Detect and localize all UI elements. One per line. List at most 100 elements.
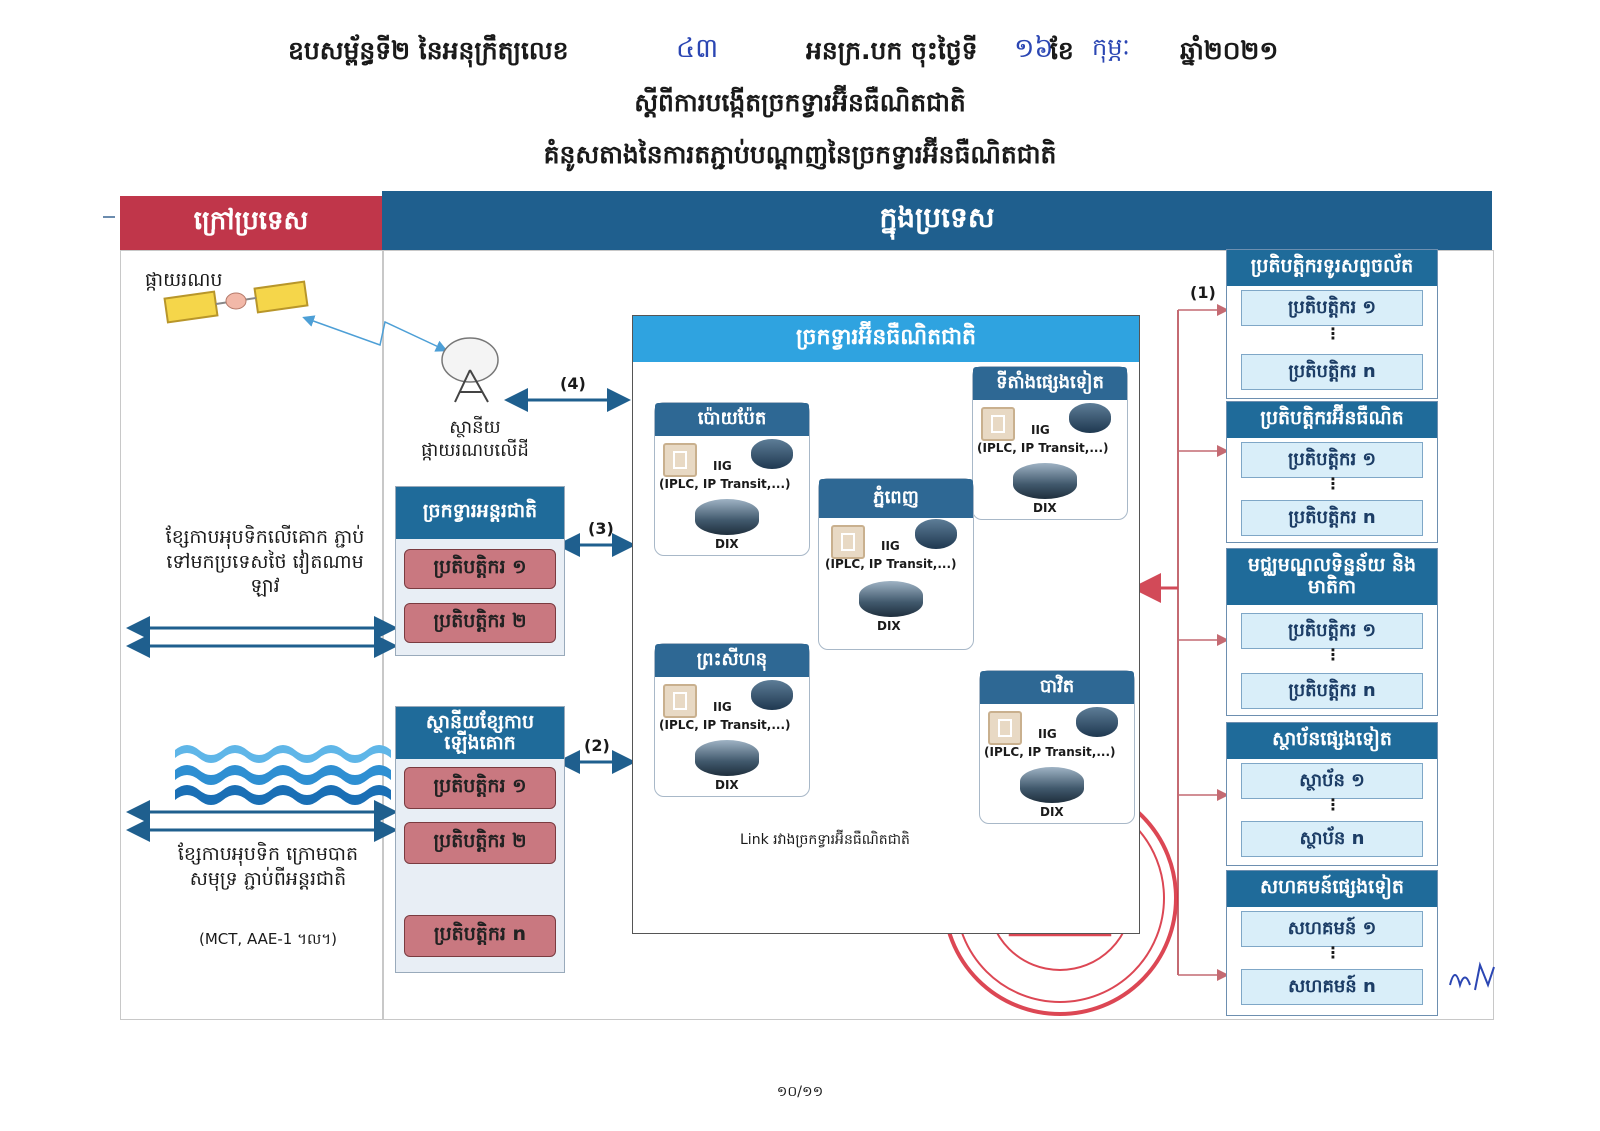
node-phnom-penh: ភ្នំពេញ IIG (IPLC, IP Transit,...) DIX [818,478,974,650]
group-communities-title: សហគមន៍ផ្សេងទៀត [1227,871,1437,907]
landing-operator-2: ប្រតិបត្តិករ ២ [404,822,556,864]
group-datacenters: មជ្ឈមណ្ឌលទិន្នន័យ និងមាតិកា ប្រតិបត្តិករ… [1226,548,1438,716]
international-gateway-title: ច្រកទ្វារអន្តរជាតិ [396,487,564,539]
node-other-title: ទីតាំងផ្សេងទៀត [973,367,1127,400]
link-legend: Link រវាងច្រកទ្វារអ៊ីនធឺណិតជាតិ [740,832,910,848]
distribution-branches [1178,304,1229,981]
dix-label: DIX [715,778,739,792]
cable-landing-box: ស្ថានីយខ្សែកាប ឡើងគោក ប្រតិបត្តិករ ១ ប្រ… [395,706,565,973]
header-line-1: ឧបសម្ព័ន្ធទី២ នៃអនុក្រឹត្យលេខ ៤៣ អនក្រ.ប… [0,30,1600,70]
diagram-title: គំនូសតាងនៃការតភ្ជាប់បណ្តាញនៃច្រកទ្វារអ៊ី… [543,140,1057,169]
sea-waves-icon [175,745,391,805]
iig-detail: (IPLC, IP Transit,...) [659,718,791,732]
router-icon [1069,403,1111,433]
page-number: ១០/១១ [776,1084,824,1100]
mobile-dots: ⋮ [1325,324,1341,343]
decree-month: កុម្ភៈ [1092,33,1130,61]
institution-n: ស្ថាប័ន n [1241,821,1423,857]
iig-icon [981,407,1015,441]
dix-label: DIX [877,619,901,633]
internet-operator-n: ប្រតិបត្តិករ n [1241,500,1423,536]
satellite-label: ផ្កាយរណប [145,269,223,291]
margin-mark [103,216,115,218]
intl-operator-1: ប្រតិបត្តិករ ១ [404,549,556,589]
router-icon [751,439,793,469]
dix-switch-icon [1020,767,1084,803]
router-icon [1076,707,1118,737]
iig-detail: (IPLC, IP Transit,...) [977,441,1109,455]
annex-title: ឧបសម្ព័ន្ធទី២ នៃអនុក្រឹត្យលេខ [288,36,569,65]
decree-ref: អនក្រ.បក ចុះថ្ងៃទី [806,36,978,65]
satellite-icon [163,280,309,324]
node-bavet-title: បាវិត [980,671,1134,704]
decree-year: ឆ្នាំ២០២១ [1180,36,1279,65]
dix-label: DIX [1040,805,1064,819]
group-mobile-title: ប្រតិបត្តិករទូរសព្ទចល័ត [1227,250,1437,286]
iig-detail: (IPLC, IP Transit,...) [659,477,791,491]
node-poipet-title: ប៉ោយប៉ែត [655,403,809,436]
submarine-cable-label: ខ្សែកាបអុបទិក ក្រោមបាតសមុទ្រ ភ្ជាប់ពីអន្… [177,843,359,890]
signature [1449,961,1495,991]
cable-landing-title: ស្ថានីយខ្សែកាប ឡើងគោក [396,707,564,759]
group-institutions-title: ស្ថាប័នផ្សេងទៀត [1227,723,1437,759]
group-communities: សហគមន៍ផ្សេងទៀត សហគមន៍ ១ ⋮ សហគមន៍ n [1226,870,1438,1016]
group-datacenter-title: មជ្ឈមណ្ឌលទិន្នន័យ និងមាតិកា [1227,549,1437,605]
datacenter-operator-n: ប្រតិបត្តិករ n [1241,673,1423,709]
router-icon [915,519,957,549]
group-institutions: ស្ថាប័នផ្សេងទៀត ស្ថាប័ន ១ ⋮ ស្ថាប័ន n [1226,722,1438,866]
iig-label: IIG [1031,423,1050,437]
month-label: ខែ [1050,36,1074,65]
ground-station-label: ស្ថានីយផ្កាយរណបលើដី [421,417,529,462]
institution-1: ស្ថាប័ន ១ [1241,763,1423,799]
node-other-locations: ទីតាំងផ្សេងទៀត IIG (IPLC, IP Transit,...… [972,366,1128,520]
decree-number: ៤៣ [676,33,719,64]
domestic-band: ក្នុងប្រទេស [382,191,1492,250]
router-icon [751,680,793,710]
node-poipet: ប៉ោយប៉ែត IIG (IPLC, IP Transit,...) DIX [654,402,810,556]
dix-switch-icon [695,740,759,776]
iig-label: IIG [713,700,732,714]
link-1-label: (1) [1190,283,1216,302]
group-mobile-operators: ប្រតិបត្តិករទូរសព្ទចល័ត ប្រតិបត្តិករ ១ ⋮… [1226,249,1438,399]
node-sihanouk-title: ព្រះសីហនុ [655,644,809,677]
dix-label: DIX [715,537,739,551]
internet-operator-1: ប្រតិបត្តិករ ១ [1241,442,1423,478]
link-4-label: (4) [560,374,586,393]
submarine-cable-note: (MCT, AAE-1 ។ល។) [198,930,338,948]
group-internet-title: ប្រតិបត្តិករអ៊ីនធឺណិត [1227,402,1437,438]
landing-operator-n: ប្រតិបត្តិករ n [404,915,556,957]
community-n: សហគមន៍ n [1241,969,1423,1005]
communities-dots: ⋮ [1325,943,1341,962]
node-bavet: បាវិត IIG (IPLC, IP Transit,...) DIX [979,670,1135,824]
iig-icon [663,684,697,718]
decree-day: ១៦ [1014,33,1054,64]
community-1: សហគមន៍ ១ [1241,911,1423,947]
abroad-band: ក្រៅប្រទេស [120,196,382,250]
satellite-dish-icon [441,337,499,403]
international-gateway-box: ច្រកទ្វារអន្តរជាតិ ប្រតិបត្តិករ ១ ប្រតិប… [395,486,565,656]
datacenter-operator-1: ប្រតិបត្តិករ ១ [1241,613,1423,649]
satellite-link [302,315,448,352]
document-subtitle: ស្តីពីការបង្កើតច្រកទ្វារអ៊ីនធឺណិតជាតិ [634,88,966,117]
iig-icon [831,525,865,559]
internet-dots: ⋮ [1325,474,1341,493]
dix-switch-icon [695,499,759,535]
institutions-dots: ⋮ [1325,795,1341,814]
link-2-label: (2) [584,736,610,755]
iig-label: IIG [881,539,900,553]
group-internet-operators: ប្រតិបត្តិករអ៊ីនធឺណិត ប្រតិបត្តិករ ១ ⋮ ប… [1226,401,1438,543]
node-phnompenh-title: ភ្នំពេញ [819,479,973,518]
iig-label: IIG [1038,727,1057,741]
national-gateway-title: ច្រកទ្វារអ៊ីនធឺណិតជាតិ [633,316,1139,362]
iig-label: IIG [713,459,732,473]
landing-operator-1: ប្រតិបត្តិករ ១ [404,767,556,809]
iig-detail: (IPLC, IP Transit,...) [984,745,1116,759]
dix-label: DIX [1033,501,1057,515]
dix-switch-icon [1013,463,1077,499]
terrestrial-cable-label: ខ្សែកាបអុបទិកលើគោក ភ្ជាប់ទៅមកប្រទេសថៃ វៀ… [165,526,365,598]
link-3-label: (3) [588,519,614,538]
iig-detail: (IPLC, IP Transit,...) [825,557,957,571]
dix-switch-icon [859,581,923,617]
iig-icon [988,711,1022,745]
mobile-operator-n: ប្រតិបត្តិករ n [1241,354,1423,390]
